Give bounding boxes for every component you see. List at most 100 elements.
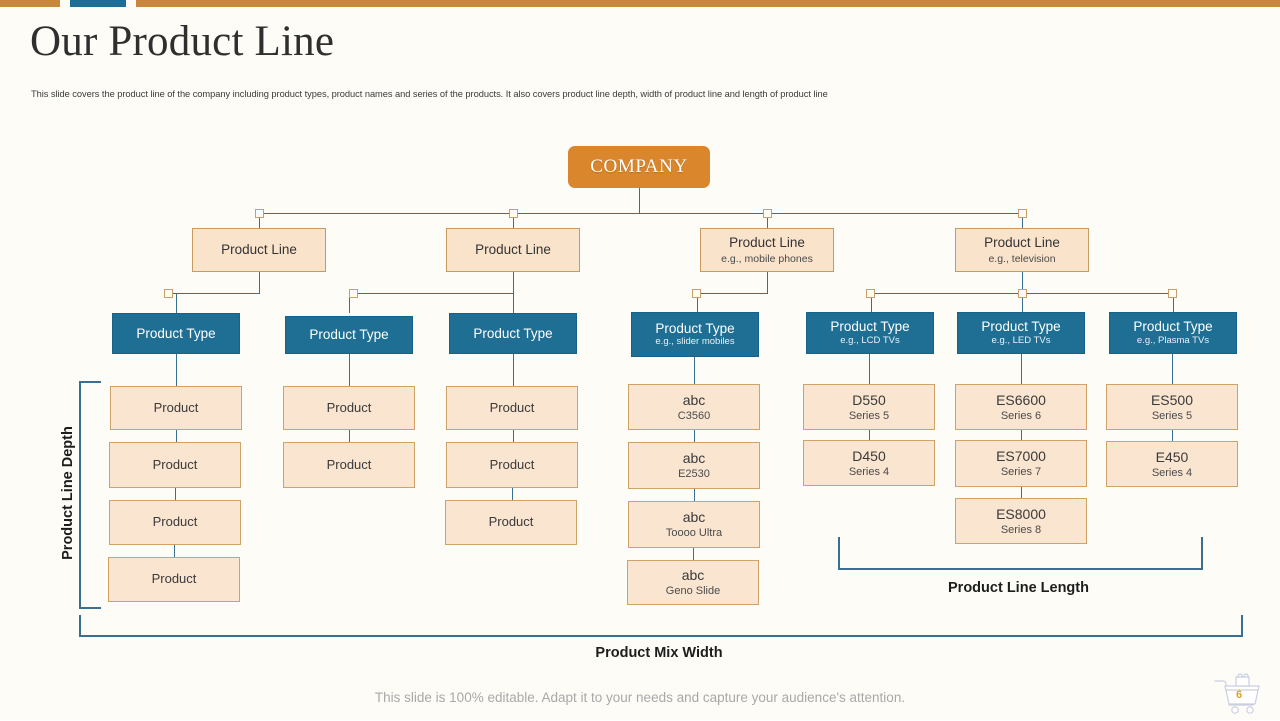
node-product-c3-r3[interactable]: Product bbox=[445, 500, 577, 545]
node-product-c1-r4[interactable]: Product bbox=[108, 557, 240, 602]
connector-col3-seg0 bbox=[513, 354, 514, 386]
node-product-type-7-sub: e.g., Plasma TVs bbox=[1136, 334, 1210, 346]
node-product-type-6[interactable]: Product Type e.g., LED TVs bbox=[957, 312, 1085, 354]
connector-down-pt-6 bbox=[1022, 293, 1023, 313]
connector-pl3-down bbox=[767, 272, 768, 293]
node-product-type-6-sub: e.g., LED TVs bbox=[991, 334, 1051, 346]
connector-node-pt-2 bbox=[349, 289, 358, 298]
node-product-type-1[interactable]: Product Type bbox=[112, 313, 240, 354]
page-number: 6 bbox=[1236, 689, 1243, 701]
node-product-c3-r2[interactable]: Product bbox=[446, 442, 578, 488]
connector-down-pl-2 bbox=[513, 213, 514, 228]
node-product-type-4[interactable]: Product Type e.g., slider mobiles bbox=[631, 312, 759, 357]
node-product-type-2-label: Product Type bbox=[309, 327, 389, 343]
node-product-c3-r1[interactable]: Product bbox=[446, 386, 578, 430]
connector-node-pl-1 bbox=[255, 209, 264, 218]
node-product-line-4[interactable]: Product Line e.g., television bbox=[955, 228, 1089, 272]
node-product-c6-r2-sub: Series 7 bbox=[1000, 466, 1042, 479]
node-product-type-5[interactable]: Product Type e.g., LCD TVs bbox=[806, 312, 934, 354]
node-product-line-3-label: Product Line bbox=[729, 235, 805, 251]
node-product-c1-r2-label: Product bbox=[152, 456, 198, 472]
connector-col1-seg1 bbox=[176, 430, 177, 442]
node-company-label: COMPANY bbox=[590, 156, 688, 178]
connector-node-pl-2 bbox=[509, 209, 518, 218]
connector-node-pt-5 bbox=[866, 289, 875, 298]
node-product-c4-r4[interactable]: abc Geno Slide bbox=[627, 560, 759, 605]
connector-node-pl-3 bbox=[763, 209, 772, 218]
connector-col6-seg0 bbox=[1021, 354, 1022, 384]
connector-pl1-bus bbox=[168, 293, 260, 294]
node-product-c2-r1-label: Product bbox=[326, 399, 372, 415]
connector-pl2-bus bbox=[353, 293, 514, 294]
connector-col5-seg0 bbox=[869, 354, 870, 384]
node-product-c7-r1[interactable]: ES500 Series 5 bbox=[1106, 384, 1238, 430]
connector-down-pt-2 bbox=[349, 293, 350, 313]
connector-down-pt-1 bbox=[176, 293, 177, 313]
node-company[interactable]: COMPANY bbox=[568, 146, 710, 188]
node-product-line-2[interactable]: Product Line bbox=[446, 228, 580, 272]
node-product-c3-r2-label: Product bbox=[489, 456, 535, 472]
connector-col5-seg1 bbox=[869, 430, 870, 440]
top-accent-bar bbox=[0, 0, 1280, 7]
node-product-c5-r1[interactable]: D550 Series 5 bbox=[803, 384, 935, 430]
connector-down-pt-7 bbox=[1173, 293, 1174, 313]
node-product-type-5-sub: e.g., LCD TVs bbox=[840, 334, 900, 346]
node-product-c1-r1[interactable]: Product bbox=[110, 386, 242, 430]
node-product-c2-r1[interactable]: Product bbox=[283, 386, 415, 430]
node-product-c2-r2[interactable]: Product bbox=[283, 442, 415, 488]
node-product-line-4-sub: e.g., television bbox=[988, 252, 1056, 265]
node-product-c4-r3[interactable]: abc Toooo Ultra bbox=[628, 501, 760, 548]
connector-node-pt-6 bbox=[1018, 289, 1027, 298]
top-accent-notch-right bbox=[126, 0, 136, 7]
connector-col4-seg0 bbox=[694, 357, 695, 384]
connector-col4-seg3 bbox=[693, 548, 694, 560]
connector-col4-seg1 bbox=[694, 430, 695, 442]
node-product-type-2[interactable]: Product Type bbox=[285, 316, 413, 354]
node-product-c6-r3[interactable]: ES8000 Series 8 bbox=[955, 498, 1087, 544]
footer-note: This slide is 100% editable. Adapt it to… bbox=[374, 690, 906, 705]
node-product-type-6-label: Product Type bbox=[981, 319, 1061, 335]
node-product-type-3[interactable]: Product Type bbox=[449, 313, 577, 354]
node-product-c6-r3-sub: Series 8 bbox=[1000, 523, 1042, 536]
node-product-line-3[interactable]: Product Line e.g., mobile phones bbox=[700, 228, 834, 272]
connector-down-pt-3 bbox=[513, 293, 514, 313]
node-product-c6-r2[interactable]: ES7000 Series 7 bbox=[955, 440, 1087, 487]
connector-col2-seg0 bbox=[349, 354, 350, 386]
node-product-line-1[interactable]: Product Line bbox=[192, 228, 326, 272]
connector-company-down bbox=[639, 188, 640, 214]
connector-down-pl-3 bbox=[767, 213, 768, 228]
connector-node-pt-4 bbox=[692, 289, 701, 298]
connector-node-pt-7 bbox=[1168, 289, 1177, 298]
connector-col4-seg2 bbox=[694, 489, 695, 501]
connector-pl2-down bbox=[513, 272, 514, 293]
connector-pl3-bus bbox=[697, 293, 768, 294]
connector-col1-seg0 bbox=[176, 354, 177, 386]
node-product-type-7-label: Product Type bbox=[1133, 319, 1213, 335]
node-product-c7-r2[interactable]: E450 Series 4 bbox=[1106, 441, 1238, 487]
node-product-type-3-label: Product Type bbox=[473, 325, 553, 341]
bracket-product-line-length bbox=[838, 537, 1203, 570]
connector-col2-seg1 bbox=[349, 430, 350, 442]
node-product-c3-r1-label: Product bbox=[489, 399, 535, 415]
node-product-c1-r2[interactable]: Product bbox=[109, 442, 241, 488]
connector-node-pt-1 bbox=[164, 289, 173, 298]
node-product-c4-r4-sub: Geno Slide bbox=[665, 585, 721, 598]
node-product-type-7[interactable]: Product Type e.g., Plasma TVs bbox=[1109, 312, 1237, 354]
node-product-type-1-label: Product Type bbox=[136, 325, 216, 341]
node-product-c4-r3-label: abc bbox=[682, 509, 706, 526]
node-product-c4-r1[interactable]: abc C3560 bbox=[628, 384, 760, 430]
label-product-line-length: Product Line Length bbox=[948, 580, 1089, 596]
connector-col3-seg2 bbox=[512, 488, 513, 500]
node-product-c6-r1[interactable]: ES6600 Series 6 bbox=[955, 384, 1087, 430]
node-product-c5-r2[interactable]: D450 Series 4 bbox=[803, 440, 935, 486]
connector-pl1-down bbox=[259, 272, 260, 293]
node-product-c4-r1-label: abc bbox=[682, 391, 706, 408]
node-product-c1-r3[interactable]: Product bbox=[109, 500, 241, 545]
node-product-c4-r2-sub: E2530 bbox=[678, 468, 710, 481]
shopping-cart-icon bbox=[1212, 672, 1268, 716]
node-product-c4-r2[interactable]: abc E2530 bbox=[628, 442, 760, 489]
node-product-c1-r3-label: Product bbox=[152, 514, 198, 530]
node-product-c5-r1-sub: Series 5 bbox=[848, 409, 890, 422]
node-product-type-4-label: Product Type bbox=[655, 320, 735, 336]
